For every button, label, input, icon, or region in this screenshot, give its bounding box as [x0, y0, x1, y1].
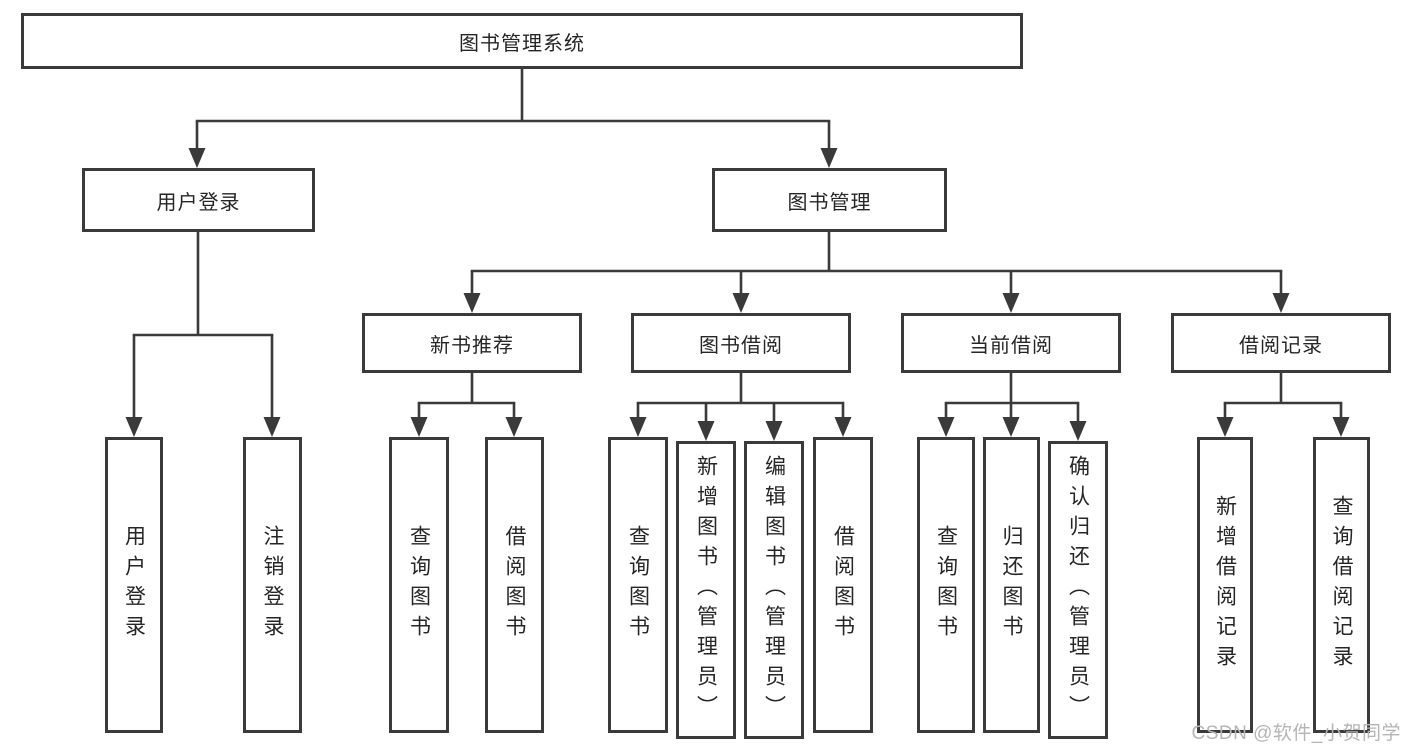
arrowhead — [410, 417, 428, 437]
leaf-label: 归还图书 — [1000, 525, 1023, 645]
node-label: 新书推荐 — [430, 334, 514, 357]
leaf-label: 新增借阅记录 — [1213, 495, 1237, 675]
node-label: 图书借阅 — [699, 334, 783, 357]
arrowhead — [463, 293, 481, 313]
leaf-edit-book-admin: 编辑图书（管理员） — [744, 441, 804, 739]
arrowhead — [697, 421, 715, 441]
leaf-label: 查询借阅记录 — [1330, 495, 1353, 675]
leaf-borrow-books-recommend: 借阅图书 — [485, 437, 544, 733]
leaf-borrow-books-borrowing: 借阅图书 — [813, 437, 873, 733]
arrowhead — [263, 417, 281, 437]
leaf-label: 新增图书（管理员） — [694, 455, 718, 725]
arrowhead — [765, 421, 783, 441]
leaf-confirm-return-admin: 确认归还（管理员） — [1048, 441, 1108, 739]
leaf-label: 用户登录 — [122, 525, 146, 645]
leaf-add-borrow-record: 新增借阅记录 — [1197, 437, 1253, 733]
leaf-user-login: 用户登录 — [105, 437, 163, 733]
leaf-query-books-current: 查询图书 — [917, 437, 975, 733]
node-book-borrowing: 图书借阅 — [631, 313, 851, 373]
leaf-query-borrow-record: 查询借阅记录 — [1313, 437, 1370, 733]
arrowhead — [1069, 421, 1087, 441]
arrowhead — [937, 417, 955, 437]
node-current-borrowing: 当前借阅 — [901, 313, 1121, 373]
leaf-label: 编辑图书（管理员） — [762, 455, 786, 725]
leaf-return-book: 归还图书 — [983, 437, 1040, 733]
leaf-label: 查询图书 — [407, 525, 431, 645]
node-label: 借阅记录 — [1239, 334, 1323, 357]
arrowhead — [125, 417, 143, 437]
leaf-label: 借阅图书 — [503, 525, 526, 645]
arrowhead — [732, 293, 750, 313]
leaf-logout: 注销登录 — [243, 437, 302, 733]
node-library-management-system: 图书管理系统 — [21, 13, 1023, 69]
leaf-label: 查询图书 — [626, 525, 650, 645]
csdn-watermark: CSDN @软件_小贺同学 — [1191, 723, 1401, 744]
leaf-label: 注销登录 — [261, 525, 284, 645]
node-label: 图书管理系统 — [459, 32, 585, 55]
leaf-query-books-recommend: 查询图书 — [389, 437, 449, 733]
leaf-label: 查询图书 — [934, 525, 958, 645]
arrowhead — [1272, 293, 1290, 313]
leaf-label: 确认归还（管理员） — [1066, 455, 1090, 725]
arrowhead — [629, 417, 647, 437]
arrowhead — [820, 148, 838, 168]
node-new-book-recommendation: 新书推荐 — [362, 313, 582, 373]
arrowhead — [505, 417, 523, 437]
leaf-add-book-admin: 新增图书（管理员） — [676, 441, 736, 739]
node-book-management: 图书管理 — [712, 168, 947, 232]
arrowhead — [1002, 417, 1020, 437]
arrowhead — [1332, 417, 1350, 437]
arrowhead — [834, 417, 852, 437]
arrowhead — [1216, 417, 1234, 437]
leaf-label: 借阅图书 — [831, 525, 855, 645]
arrowhead — [188, 148, 206, 168]
arrowhead — [1002, 293, 1020, 313]
node-label: 图书管理 — [787, 191, 872, 214]
node-user-login: 用户登录 — [82, 168, 315, 232]
node-label: 当前借阅 — [969, 334, 1053, 357]
node-borrowing-records: 借阅记录 — [1171, 313, 1391, 373]
leaf-query-books-borrowing: 查询图书 — [608, 437, 668, 733]
node-label: 用户登录 — [156, 191, 241, 214]
